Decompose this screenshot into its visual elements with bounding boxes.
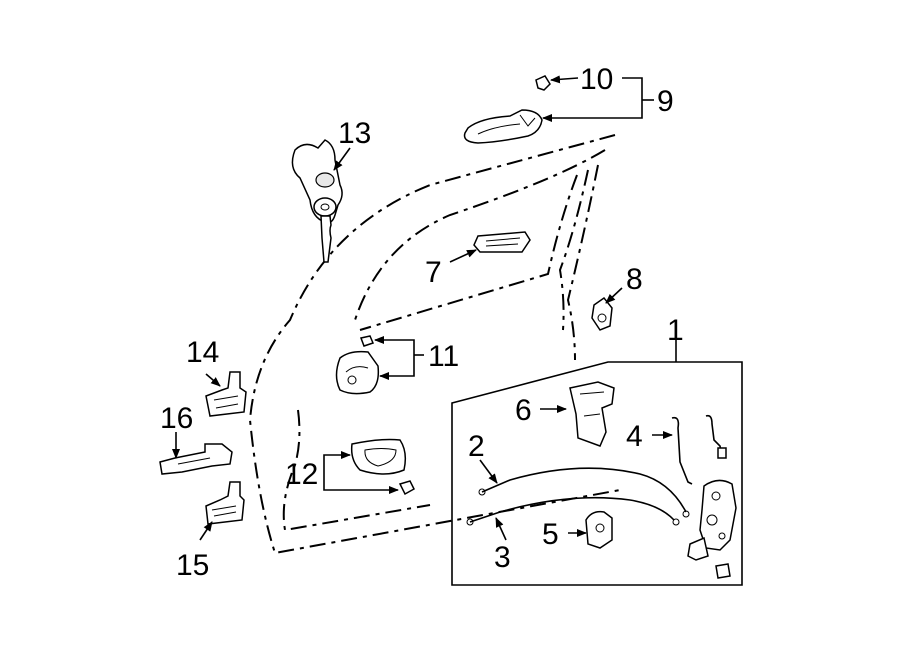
callout-4: 4 <box>626 420 643 453</box>
callout-13: 13 <box>338 117 371 150</box>
door-lock-actuator-part <box>687 479 737 579</box>
glass-channel-part <box>473 231 531 253</box>
lock-cover-part <box>569 381 615 447</box>
door-check-part <box>159 443 233 475</box>
callout-3: 3 <box>494 541 511 574</box>
callout-7: 7 <box>425 256 442 289</box>
callout-15: 15 <box>176 549 209 582</box>
lock-cable-upper-part <box>478 467 690 518</box>
callout-14: 14 <box>186 336 219 369</box>
callout-1: 1 <box>667 314 684 347</box>
lock-cylinder-key-part <box>291 139 343 263</box>
callout-8: 8 <box>626 263 643 296</box>
callout-9: 9 <box>657 85 674 118</box>
lower-hinge-part <box>205 481 245 525</box>
callout-6: 6 <box>515 394 532 427</box>
upper-hinge-part <box>205 371 247 417</box>
leader-lines <box>172 75 677 541</box>
inside-handle-part <box>335 335 380 395</box>
handle-bezel-part <box>350 438 415 496</box>
part-1-inset-box <box>451 361 743 586</box>
handle-screw-part <box>535 75 551 91</box>
striker-part <box>591 296 613 331</box>
callout-10: 10 <box>580 63 613 96</box>
outside-handle-part <box>463 109 543 144</box>
callout-11: 11 <box>428 340 459 373</box>
door-outline <box>248 134 621 555</box>
callout-12: 12 <box>285 458 318 491</box>
lock-rod-part <box>671 414 727 485</box>
callout-2: 2 <box>468 430 485 463</box>
callout-16: 16 <box>160 402 193 435</box>
callout-labels: 1 2 3 4 5 6 7 8 9 10 11 12 13 14 15 16 <box>160 63 684 582</box>
lock-switch-part <box>585 510 613 549</box>
callout-5: 5 <box>542 518 559 551</box>
lock-cable-lower-part <box>466 496 680 526</box>
